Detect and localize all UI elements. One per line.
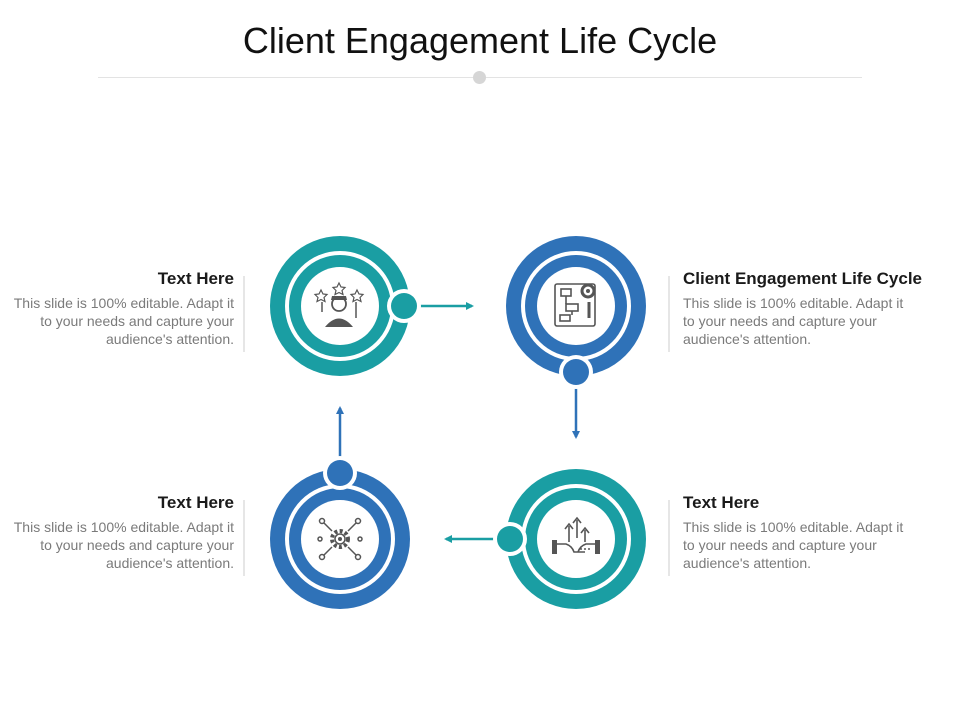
hands-growth-icon bbox=[552, 516, 600, 554]
connector-knob bbox=[391, 293, 417, 319]
person-stars-icon bbox=[313, 281, 365, 327]
stage-text-bottom-right: Text Here This slide is 100% editable. A… bbox=[683, 493, 913, 572]
connector-knob bbox=[497, 526, 523, 552]
connector-knob bbox=[327, 460, 353, 486]
page-title: Client Engagement Life Cycle bbox=[242, 20, 718, 61]
stage-text-top-left: Text Here This slide is 100% editable. A… bbox=[4, 269, 234, 348]
stage-text-top-right: Client Engagement Life Cycle This slide … bbox=[683, 269, 922, 348]
connector-knob bbox=[563, 359, 589, 385]
stage-heading: Text Here bbox=[157, 269, 234, 288]
flowchart-gear-icon bbox=[554, 283, 596, 327]
stage-description: This slide is 100% editable. Adapt it to… bbox=[683, 519, 904, 571]
stage-ring-top-left bbox=[270, 236, 410, 376]
title-divider-dot bbox=[473, 71, 486, 84]
stage-heading: Text Here bbox=[683, 493, 760, 512]
stage-description: This slide is 100% editable. Adapt it to… bbox=[683, 295, 904, 347]
stage-description: This slide is 100% editable. Adapt it to… bbox=[13, 519, 234, 571]
stage-heading: Text Here bbox=[157, 493, 234, 512]
stage-description: This slide is 100% editable. Adapt it to… bbox=[13, 295, 234, 347]
divider-bottom-right bbox=[668, 500, 670, 576]
stage-text-bottom-left: Text Here This slide is 100% editable. A… bbox=[4, 493, 234, 572]
gear-network-icon bbox=[317, 517, 363, 561]
stage-heading: Client Engagement Life Cycle bbox=[683, 269, 922, 288]
divider-top-right bbox=[668, 276, 670, 352]
divider-top-left bbox=[243, 276, 245, 352]
divider-bottom-left bbox=[243, 500, 245, 576]
stage-ring-bottom-right bbox=[506, 469, 646, 609]
